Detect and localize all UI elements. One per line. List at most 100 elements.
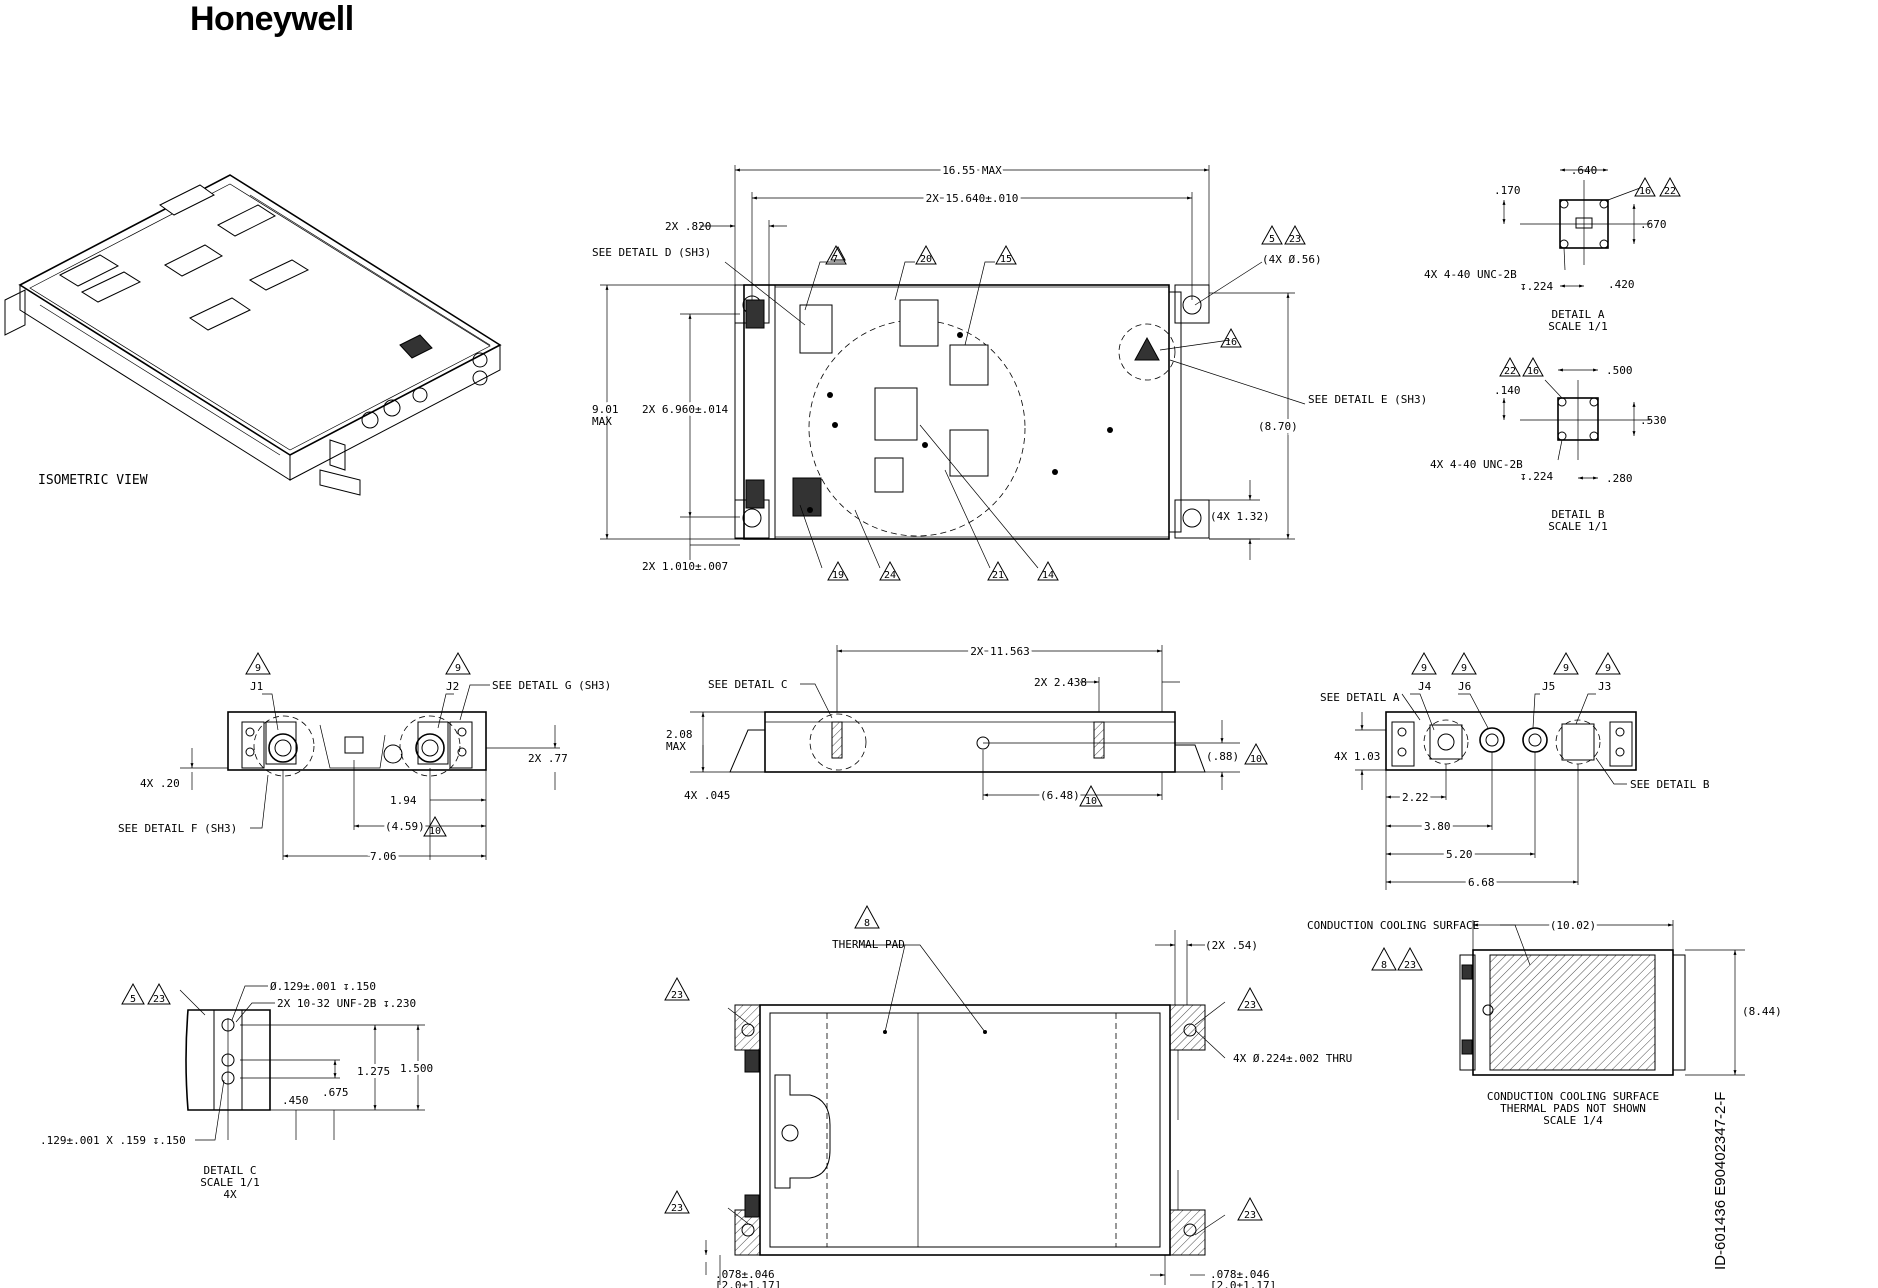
- bottom-flag-shape-23d: [1237, 1196, 1263, 1221]
- left-dim-foot: 4X .20: [140, 777, 180, 790]
- flag-20: 20: [920, 254, 932, 265]
- flag-5: 5: [1269, 234, 1275, 245]
- right-dim-d2: 3.80: [1424, 820, 1451, 833]
- dim-foot-height: (4X 1.32): [1210, 510, 1270, 523]
- dim-edge-offset: 2X .820: [665, 220, 711, 233]
- dim-hole-vertical: 2X 6.960±.014: [642, 403, 728, 416]
- dim-height: 9.01: [592, 403, 619, 416]
- cooling-flag-8: 8: [1381, 960, 1387, 971]
- right-flag-shape-3: [1553, 651, 1579, 675]
- left-flag-shape-1: [245, 651, 271, 675]
- side-view: [690, 645, 1240, 800]
- detail-c-flag-shape-1: [121, 982, 145, 1005]
- note-see-detail-b: SEE DETAIL B: [1630, 778, 1710, 791]
- dim-overall-width: 16.55 MAX: [942, 164, 1002, 177]
- side-flag-10b: 10: [1085, 796, 1097, 807]
- flag-7: 7: [832, 254, 838, 265]
- connector-j2: J2: [446, 680, 459, 693]
- detail-b-flag-shape: [1499, 356, 1521, 377]
- right-flag-shape-4: [1595, 651, 1621, 675]
- detail-c-d2: 1.500: [400, 1062, 433, 1075]
- bottom-flag-shape-23c: [664, 1189, 690, 1214]
- bottom-flag-23c: 23: [671, 1203, 683, 1214]
- right-dim-d1: 2.22: [1402, 791, 1429, 804]
- bottom-edge-left: .078±.046: [715, 1268, 775, 1281]
- isometric-title: ISOMETRIC VIEW: [38, 473, 148, 488]
- dim-hole-spacing: 2X 15.640±.010: [926, 192, 1019, 205]
- detail-a-flag-shape: [1634, 176, 1656, 197]
- honeywell-logo: Honeywell: [190, 0, 354, 38]
- right-flag-9a: 9: [1421, 663, 1427, 674]
- connector-j4: J4: [1418, 680, 1432, 693]
- detail-b-width: .500: [1606, 364, 1633, 377]
- cooling-label: CONDUCTION COOLING SURFACE: [1307, 919, 1479, 932]
- right-end-view: [1355, 693, 1637, 890]
- detail-c-drawing: [179, 985, 425, 1141]
- note-see-detail-e: SEE DETAIL E (SH3): [1308, 393, 1427, 406]
- cooling-caption-2: THERMAL PADS NOT SHOWN: [1500, 1102, 1646, 1115]
- side-flag-shape-1: [1244, 742, 1268, 765]
- cooling-view: [1459, 920, 1745, 1076]
- right-flag-9c: 9: [1563, 663, 1569, 674]
- right-flag-9b: 9: [1461, 663, 1467, 674]
- detail-a-width: .640: [1571, 164, 1598, 177]
- dim-ref-height: (8.70): [1258, 420, 1298, 433]
- detail-a-depth: ↧.224: [1520, 280, 1553, 293]
- bottom-flag-23a: 23: [671, 990, 683, 1001]
- detail-c-d3: .450: [282, 1094, 309, 1107]
- detail-c-thread: 2X 10-32 UNF-2B ↧.230: [277, 997, 416, 1010]
- detail-c-scale: SCALE 1/1: [200, 1176, 260, 1189]
- detail-c-slot: .129±.001 X .159 ↧.150: [40, 1134, 186, 1147]
- left-flag-10: 10: [429, 826, 441, 837]
- detail-b-thread: 4X 4-40 UNC-2B: [1430, 458, 1523, 471]
- bottom-edge-right: .078±.046: [1210, 1268, 1270, 1281]
- detail-c-flag-23: 23: [153, 994, 165, 1005]
- dim-bottom-offset: 2X 1.010±.007: [642, 560, 728, 573]
- detail-c-flag-shape-2: [147, 982, 171, 1005]
- cooling-dim-height: (8.44): [1742, 1005, 1782, 1018]
- bottom-flag-8: 8: [864, 918, 870, 929]
- right-flag-shape-2: [1451, 651, 1477, 675]
- flag-14: 14: [1042, 570, 1054, 581]
- note-see-detail-a: SEE DETAIL A: [1320, 691, 1400, 704]
- left-dim-d3: 7.06: [370, 850, 397, 863]
- detail-b-height: .530: [1640, 414, 1667, 427]
- side-dim-length: 2X 11.563: [970, 645, 1030, 658]
- dim-hole-dia: (4X Ø.56): [1262, 253, 1322, 266]
- top-view-flags: [825, 224, 1306, 581]
- flag-21: 21: [992, 570, 1004, 581]
- cooling-flag-shape-8: [1371, 946, 1397, 971]
- left-end-view: [180, 684, 560, 860]
- right-dim-d4: 6.68: [1468, 876, 1495, 889]
- side-dim-foot: 4X .045: [684, 789, 730, 802]
- cooling-caption-1: CONDUCTION COOLING SURFACE: [1487, 1090, 1659, 1103]
- side-dim-height-max: MAX: [666, 740, 686, 753]
- detail-a-right: .420: [1608, 278, 1635, 291]
- detail-b-drawing: [1502, 368, 1650, 480]
- bottom-edge-left-mm: [2.0±1.17]: [715, 1279, 781, 1288]
- left-dim-d2: (4.59): [385, 820, 425, 833]
- side-dim-ref2: (6.48): [1040, 789, 1080, 802]
- bottom-flag-23d: 23: [1244, 1210, 1256, 1221]
- side-flag-shape-2: [1079, 784, 1103, 807]
- bottom-dim-tab: (2X .54): [1205, 939, 1258, 952]
- connector-j1: J1: [250, 680, 263, 693]
- note-see-detail-c: SEE DETAIL C: [708, 678, 787, 691]
- connector-j6: J6: [1458, 680, 1471, 693]
- right-flag-9d: 9: [1605, 663, 1611, 674]
- detail-a-flag-16: 16: [1639, 186, 1651, 197]
- flag-19: 19: [832, 570, 844, 581]
- detail-a-thread: 4X 4-40 UNC-2B: [1424, 268, 1517, 281]
- detail-c-title: DETAIL C: [204, 1164, 257, 1177]
- detail-c-hole: Ø.129±.001 ↧.150: [270, 980, 376, 993]
- note-see-detail-f: SEE DETAIL F (SH3): [118, 822, 237, 835]
- detail-a-height: .670: [1640, 218, 1667, 231]
- detail-a-flag-22: 22: [1664, 186, 1676, 197]
- side-dim-ref1: (.88): [1206, 750, 1239, 763]
- detail-a-title: DETAIL A: [1552, 308, 1605, 321]
- side-flag-10a: 10: [1250, 754, 1262, 765]
- side-dim-height: 2.08: [666, 728, 693, 741]
- cooling-dim-width: (10.02): [1550, 919, 1596, 932]
- cooling-scale: SCALE 1/4: [1543, 1114, 1603, 1127]
